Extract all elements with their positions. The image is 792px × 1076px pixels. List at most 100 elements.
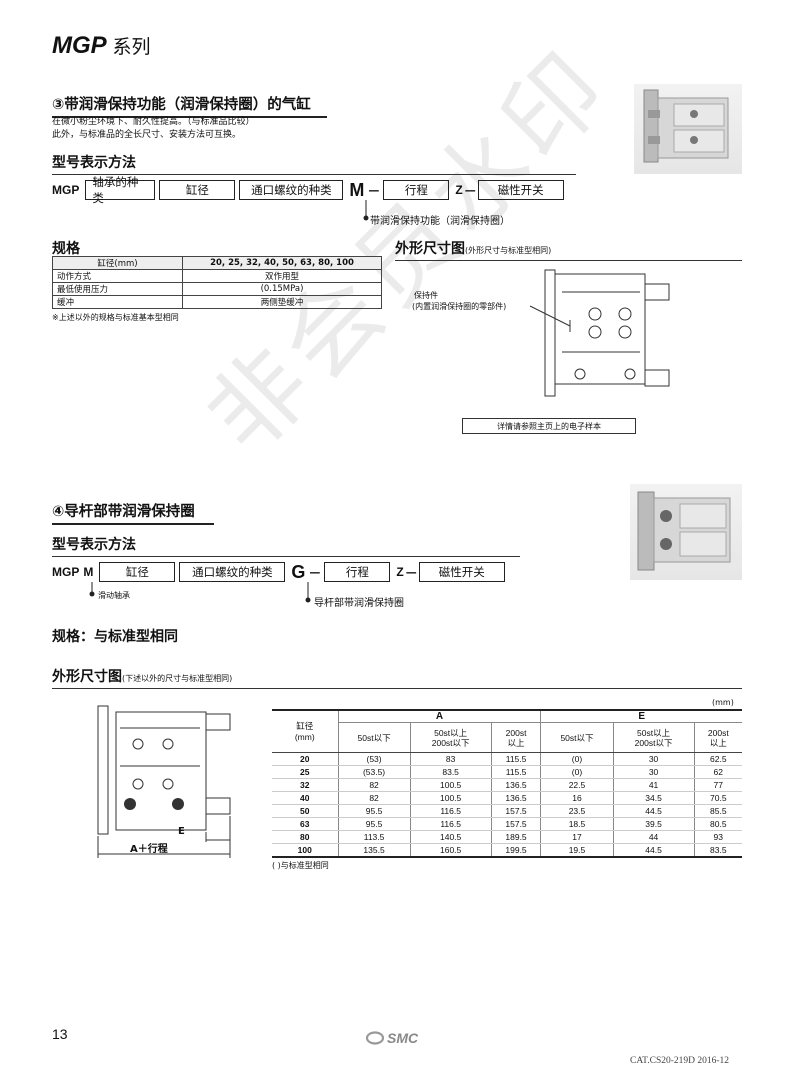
section4-dim-heading: 外形尺寸图(下述以外的尺寸与标准型相同) [52,666,742,689]
product-photo-guide-rod [630,484,742,580]
dim-heading-text: 外形尺寸图 [395,241,465,257]
section3-model-heading: 型号表示方法 [52,152,576,175]
dim-heading-note: (外形尺寸与标准型相同) [465,246,552,255]
bore-cell: 20 [272,752,339,766]
code-pointer-line [363,200,369,221]
code-dash: — [309,565,321,579]
value-cell: 140.5 [410,830,492,844]
section3-title: ③带润滑保持功能（润滑保持圈）的气缸 [52,93,327,118]
code-box-port: 通口螺纹的种类 [179,562,286,582]
section4-title: ④导杆部带润滑保持圈 [52,500,214,525]
value-cell: 157.5 [491,804,542,818]
value-cell: 41 [613,778,695,792]
spec-value: 两侧垫缓冲 [182,295,382,309]
value-cell: 113.5 [338,830,411,844]
code-letter-z: Z [396,565,404,579]
code-box-stroke: 行程 [324,562,391,582]
bore-cell: 50 [272,804,339,818]
code-box-port: 通口螺纹的种类 [239,180,344,200]
spec-key: 动作方式 [52,269,183,283]
value-cell: 85.5 [694,804,742,818]
code-box-switch: 磁性开关 [477,180,564,200]
value-cell: 83 [410,752,492,766]
bore-cell: 40 [272,791,339,805]
dimension-table: 缸径 (mm) A E 50st以下 50st以上 200st以下 200st … [272,709,742,858]
sub-header: 200st 以上 [694,722,742,753]
code-note-lubricant: 带润滑保持功能（润滑保持圈） [370,216,510,227]
note-guide-rod: 导杆部带润滑保持圈 [314,598,404,609]
bore-cell: 100 [272,843,339,857]
section4-spec-line: 规格：与标准型相同 [52,629,178,645]
spec-key: 最低使用压力 [52,282,183,296]
pointer-guide-rod [305,582,311,603]
value-cell: 93 [694,830,742,844]
value-cell: 100.5 [410,778,492,792]
series-title: MGP 系列 [52,32,150,60]
bore-cell: 63 [272,817,339,831]
value-cell: 115.5 [491,765,542,779]
col-bore: 缸径 (mm) [272,710,339,753]
drawing-label-a: A＋行程 [130,844,168,855]
section4-code-row: MGP M 缸径 通口螺纹的种类 G — 行程 Z — 磁性开关 [52,562,505,582]
value-cell: 116.5 [410,804,492,818]
value-cell: (0) [540,752,614,766]
bore-cell: 32 [272,778,339,792]
value-cell: 18.5 [540,817,614,831]
drawing-label-e: E [178,826,185,837]
value-cell: (53) [338,752,411,766]
note-slide-bearing: 滑动轴承 [98,591,130,600]
value-cell: 77 [694,778,742,792]
dim-heading-note: (下述以外的尺寸与标准型相同) [122,674,233,683]
code-dash-2: — [464,183,476,197]
section3-desc1: 在微小粉尘环境下、耐久性提高。（与标准品比较） [52,117,255,127]
series-code: MGP [52,32,106,59]
value-cell: 16 [540,791,614,805]
smc-logo: SMC [366,1030,418,1046]
spec-key: 缸径(mm) [52,256,183,270]
value-cell: (53.5) [338,765,411,779]
value-cell: 17 [540,830,614,844]
brand-name: SMC [387,1030,419,1046]
value-cell: 116.5 [410,817,492,831]
value-cell: (0) [540,765,614,779]
section3-dim-heading: 外形尺寸图(外形尺寸与标准型相同) [395,238,742,261]
callout-holder: 保持件 [414,291,438,300]
value-cell: 157.5 [491,817,542,831]
value-cell: 83.5 [694,843,742,857]
value-cell: 39.5 [613,817,695,831]
code-letter-m: M [349,179,365,200]
spec-key: 缓冲 [52,295,183,309]
code-prefix: MGP [52,565,80,579]
value-cell: 44 [613,830,695,844]
detail-reference-box: 详情请参照主页上的电子样本 [462,418,636,434]
value-cell: 30 [613,752,695,766]
value-cell: 44.5 [613,843,695,857]
section3-code-row: MGP 轴承的种类 缸径 通口螺纹的种类 M — 行程 Z — 磁性开关 [52,175,564,205]
code-box-switch: 磁性开关 [418,562,505,582]
value-cell: 136.5 [491,778,542,792]
value-cell: 30 [613,765,695,779]
value-cell: 82 [338,791,411,805]
value-cell: 22.5 [540,778,614,792]
callout-holder-detail: (内置润滑保持圈的零部件) [412,302,507,311]
series-suffix: 系列 [112,36,151,58]
value-cell: 160.5 [410,843,492,857]
sub-header: 50st以上 200st以下 [410,722,492,753]
spec-value: 双作用型 [182,269,382,283]
value-cell: 23.5 [540,804,614,818]
spec-table: 缸径(mm)20, 25, 32, 40, 50, 63, 80, 100 动作… [52,256,382,309]
product-photo-lubricated-cylinder [634,84,742,174]
spec-value: 20, 25, 32, 40, 50, 63, 80, 100 [182,256,382,270]
group-a: A [338,710,542,723]
code-box-bearing: 轴承的种类 [85,175,156,205]
value-cell: 70.5 [694,791,742,805]
section3-dimension-drawing [529,269,670,397]
